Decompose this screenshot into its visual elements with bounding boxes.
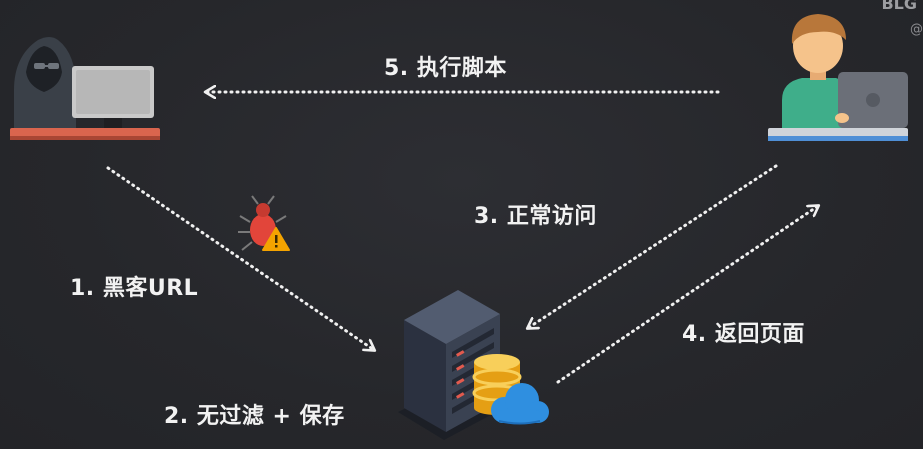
arrow-step3 [528,164,778,328]
step1-label: 1. 黑客URL [70,276,199,301]
hacker-icon [10,37,160,140]
arrow-step4 [556,206,818,384]
step4-label: 4. 返回页面 [682,322,805,347]
step5-label: 5. 执行脚本 [384,56,507,81]
arrow-step1 [106,166,374,350]
step2-label: 2. 无过滤 + 保存 [164,404,345,429]
warning-icon [262,227,290,251]
step3-label: 3. 正常访问 [474,204,597,229]
watermark-handle: @ [910,22,923,37]
cloud-icon [491,383,549,425]
watermark-logo: BLG [881,0,917,13]
user-icon [768,14,908,141]
